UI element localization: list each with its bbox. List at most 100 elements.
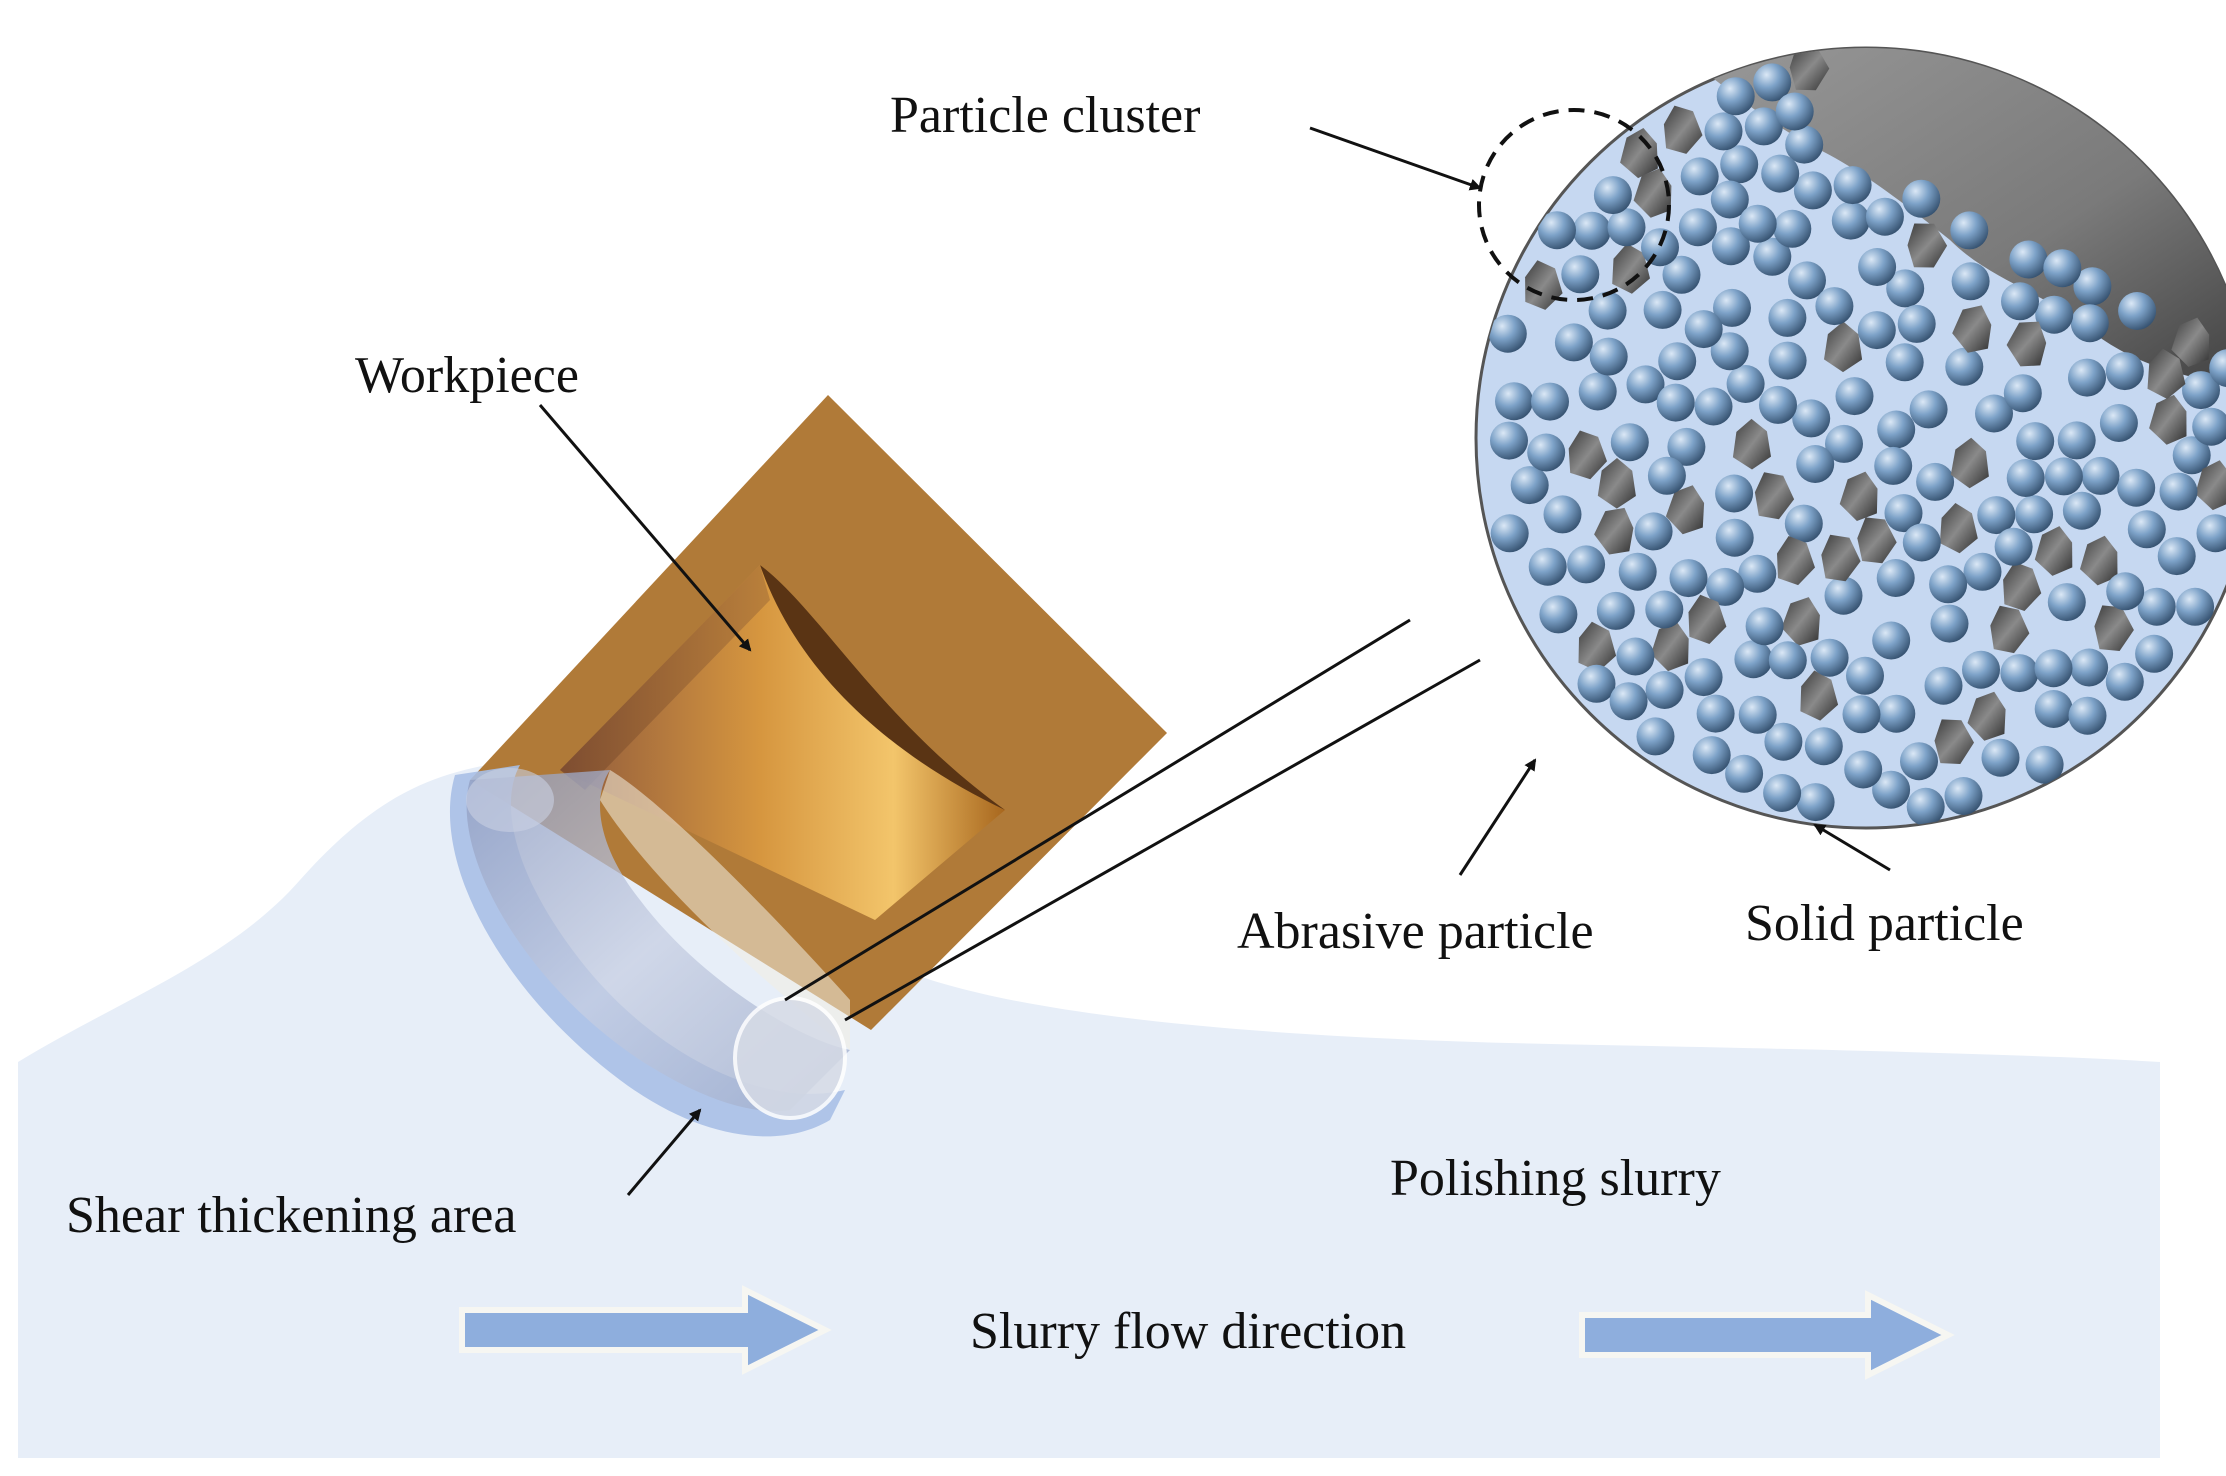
solid-particle: [1784, 504, 1823, 543]
solid-particle: [1561, 255, 1600, 294]
solid-particle: [1902, 523, 1941, 562]
solid-particle: [1963, 552, 2002, 591]
workpiece-cylinder-shadow: [560, 565, 770, 790]
solid-particle: [1865, 197, 1904, 236]
abrasive-particle: [2147, 348, 2186, 399]
abrasive-particle: [2195, 460, 2226, 511]
solid-particle-leader-arrow: [1813, 823, 1891, 872]
solid-particle: [1694, 387, 1733, 426]
solid-particle: [1704, 112, 1743, 151]
solid-particle: [2172, 436, 2211, 475]
solid-particle: [2043, 249, 2082, 288]
solid-particle: [1977, 496, 2016, 535]
solid-particle: [1539, 595, 1578, 634]
solid-particle: [1763, 774, 1802, 812]
solid-particle: [1643, 290, 1682, 329]
solid-particle: [2137, 587, 2176, 626]
solid-particle: [1897, 304, 1936, 343]
solid-particle: [1572, 211, 1611, 250]
solid-particle: [1710, 332, 1749, 371]
solid-particle: [1656, 383, 1695, 422]
solid-particle: [2127, 510, 2166, 549]
solid-particle: [1815, 287, 1854, 326]
solid-particle: [2044, 457, 2083, 496]
solid-particle: [1634, 512, 1673, 551]
solid-particle: [2070, 304, 2109, 343]
solid-particle: [1962, 650, 2000, 689]
abrasive-particle: [1939, 503, 1978, 554]
solid-particle: [1874, 446, 1913, 485]
abrasive-particle: [1907, 223, 1948, 268]
solid-particle: [1626, 365, 1665, 404]
solid-particle: [1678, 208, 1717, 247]
abrasive-particle: [2034, 526, 2073, 576]
abrasive-particle: [1650, 621, 1689, 672]
solid-particle: [1930, 604, 1969, 643]
solid-particle: [1711, 227, 1750, 266]
solid-particle: [1616, 637, 1655, 676]
abrasive-particle: [2003, 562, 2042, 611]
abrasive-particle: [1950, 437, 1989, 489]
flow-arrow-right-icon: [1579, 1290, 1955, 1380]
particle-cluster-ring: [1477, 108, 1671, 302]
slurry-flow-direction-label: Slurry flow direction: [970, 1303, 1406, 1360]
solid-particle: [1495, 382, 1533, 421]
solid-particle: [1753, 63, 1792, 102]
particle-cluster-leader-arrow: [1309, 126, 1482, 191]
solid-particle: [1738, 695, 1777, 734]
solid-particle: [2157, 537, 2196, 576]
solid-particle: [1877, 410, 1916, 449]
solid-particle: [1696, 694, 1735, 733]
abrasive-particle-leader-arrow: [1458, 758, 1537, 876]
solid-particle: [2192, 407, 2226, 446]
solid-particle: [1667, 427, 1706, 466]
workpiece-leader-arrow: [538, 404, 752, 652]
solid-particle: [1589, 337, 1628, 376]
abrasive-particle: [1952, 305, 1992, 353]
solid-particle: [1680, 157, 1719, 196]
solid-particle: [1906, 787, 1945, 826]
solid-particle: [1715, 518, 1754, 557]
solid-particle: [2034, 649, 2073, 688]
solid-particle: [1716, 77, 1755, 116]
solid-particle: [1761, 154, 1800, 193]
solid-particle: [2106, 572, 2145, 611]
solid-particle: [2182, 371, 2220, 410]
solid-particle: [1796, 445, 1835, 483]
solid-particle: [2025, 745, 2064, 784]
solid-particle: [1902, 179, 1941, 218]
solid-particle: [1884, 494, 1923, 533]
solid-particle: [1641, 228, 1679, 267]
solid-particle: [1872, 770, 1911, 809]
solid-particle: [1916, 462, 1955, 501]
solid-particle: [1796, 783, 1835, 822]
solid-particle-label: Solid particle: [1745, 895, 2024, 952]
solid-particle: [2117, 468, 2156, 507]
solid-particle: [1846, 656, 1884, 695]
shear-thickening-area-label: Shear thickening area: [66, 1187, 516, 1244]
solid-particle: [1527, 433, 1566, 472]
solid-particle: [1793, 171, 1832, 210]
particle-cluster-label: Particle cluster: [890, 87, 1200, 144]
abrasive-particle: [2149, 394, 2187, 445]
solid-particle: [1944, 777, 1983, 815]
solid-particle: [2000, 654, 2039, 693]
solid-particle: [2068, 696, 2107, 735]
solid-particle: [2176, 587, 2215, 626]
solid-particle: [1810, 638, 1849, 677]
tube-end-cap: [733, 996, 847, 1120]
abrasive-particle: [1839, 471, 1878, 521]
solid-particle: [1647, 456, 1686, 495]
solid-particle: [2081, 456, 2120, 495]
solid-particle: [1607, 208, 1646, 247]
solid-particle: [2035, 295, 2074, 334]
solid-particle: [1744, 107, 1783, 146]
solid-particle: [1538, 211, 1576, 250]
solid-particle: [1768, 298, 1807, 337]
solid-particle: [2015, 495, 2054, 534]
solid-particle: [1734, 640, 1773, 679]
abrasive-particle: [1821, 534, 1861, 582]
solid-particle: [1610, 423, 1649, 462]
solid-particle: [2062, 491, 2101, 530]
